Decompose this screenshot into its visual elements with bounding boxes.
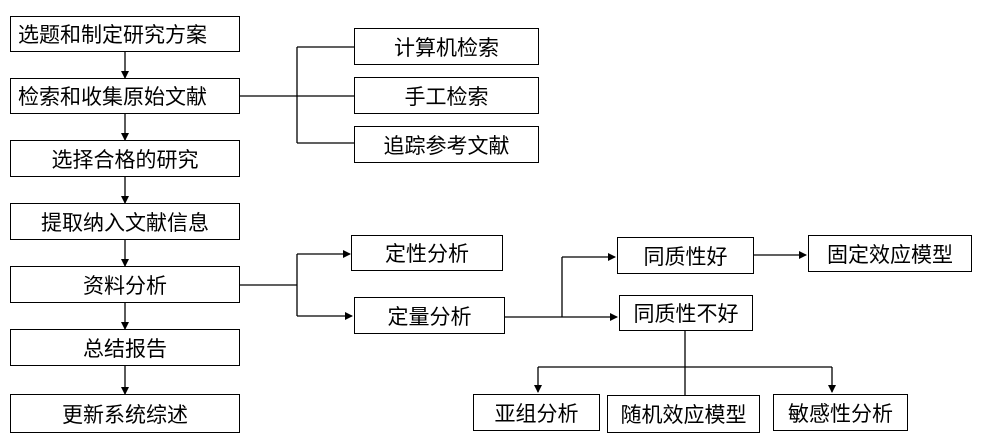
step-4-label: 提取纳入文献信息 (41, 210, 209, 235)
heterogeneity-poor-box: 同质性不好 (619, 295, 753, 331)
sensitivity-analysis-label: 敏感性分析 (788, 401, 893, 426)
step-6-label: 总结报告 (83, 336, 167, 361)
search-computer-box: 计算机检索 (354, 28, 539, 65)
step-7-box: 更新系统综述 (10, 394, 240, 433)
step-3-label: 选择合格的研究 (51, 147, 199, 172)
quantitative-analysis-label: 定量分析 (387, 304, 472, 329)
fixed-effect-model-label: 固定效应模型 (827, 242, 953, 267)
heterogeneity-good-box: 同质性好 (617, 237, 754, 274)
step-5-box: 资料分析 (10, 266, 240, 303)
step-4-box: 提取纳入文献信息 (10, 203, 240, 240)
qualitative-analysis-box: 定性分析 (351, 235, 503, 271)
step-5-label: 资料分析 (83, 273, 167, 298)
step-1-label: 选题和制定研究方案 (18, 23, 207, 47)
step-2-label: 检索和收集原始文献 (18, 85, 207, 109)
subgroup-analysis-label: 亚组分析 (494, 401, 579, 426)
step-1-box: 选题和制定研究方案 (10, 16, 240, 52)
heterogeneity-poor-label: 同质性不好 (633, 302, 739, 326)
search-computer-label: 计算机检索 (394, 35, 499, 60)
random-effect-model-label: 随机效应模型 (620, 403, 747, 427)
quantitative-analysis-box: 定量分析 (354, 297, 505, 334)
step-7-label: 更新系统综述 (62, 402, 188, 427)
step-6-box: 总结报告 (10, 329, 240, 366)
random-effect-model-box: 随机效应模型 (607, 395, 760, 433)
fixed-effect-model-box: 固定效应模型 (808, 235, 972, 272)
subgroup-analysis-box: 亚组分析 (473, 394, 600, 431)
step-2-box: 检索和收集原始文献 (10, 78, 240, 114)
sensitivity-analysis-box: 敏感性分析 (773, 394, 908, 431)
step-3-box: 选择合格的研究 (10, 140, 240, 177)
heterogeneity-good-label: 同质性好 (643, 244, 728, 269)
search-manual-box: 手工检索 (354, 77, 539, 114)
search-manual-label: 手工检索 (404, 84, 489, 109)
search-references-box: 追踪参考文献 (354, 126, 539, 163)
search-references-label: 追踪参考文献 (383, 133, 510, 158)
qualitative-analysis-label: 定性分析 (385, 242, 469, 266)
